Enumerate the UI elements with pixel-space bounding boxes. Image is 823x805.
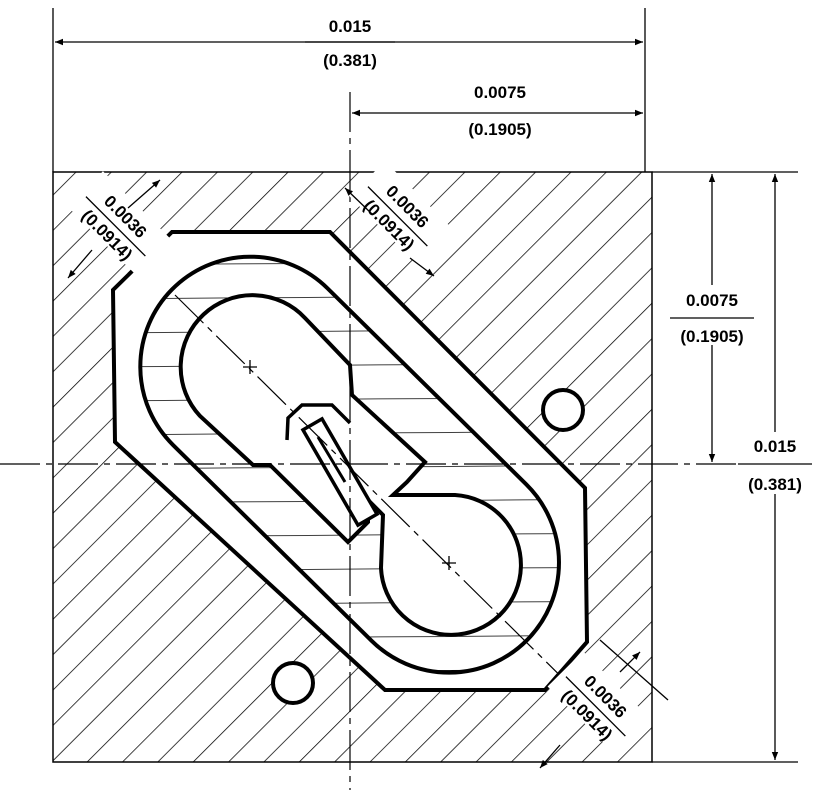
- label-mask: [738, 432, 816, 494]
- dim-arrow: [344, 187, 373, 215]
- dim-half-width-mm: (0.1905): [468, 120, 531, 139]
- dim-arrow: [539, 744, 561, 769]
- dim-half-height-inch: 0.0075: [686, 291, 738, 310]
- center-mark-upper: [243, 360, 257, 374]
- hole-upper-right: [541, 388, 585, 432]
- diagonal-centerline: [174, 294, 601, 716]
- hole-lower-left: [271, 661, 315, 705]
- dim-arrow: [409, 257, 435, 277]
- dim-height-mm: (0.381): [748, 475, 802, 494]
- dim-arrow: [619, 651, 641, 673]
- slot-outer: [285, 403, 352, 441]
- slot-centerline: [316, 436, 347, 483]
- dim-arrow: [67, 249, 93, 279]
- dim-height-inch: 0.015: [754, 437, 797, 456]
- dim-half-height-mm: (0.1905): [680, 327, 743, 346]
- dim-width-inch: 0.015: [329, 17, 372, 36]
- dim-width-mm: (0.381): [323, 51, 377, 70]
- dim-arrow: [127, 179, 161, 209]
- center-mark-lower: [442, 556, 456, 570]
- dim-half-width-inch: 0.0075: [474, 83, 526, 102]
- keyhole-cavity: [178, 293, 523, 637]
- label-mask: [672, 285, 752, 345]
- extension-line: [599, 639, 669, 701]
